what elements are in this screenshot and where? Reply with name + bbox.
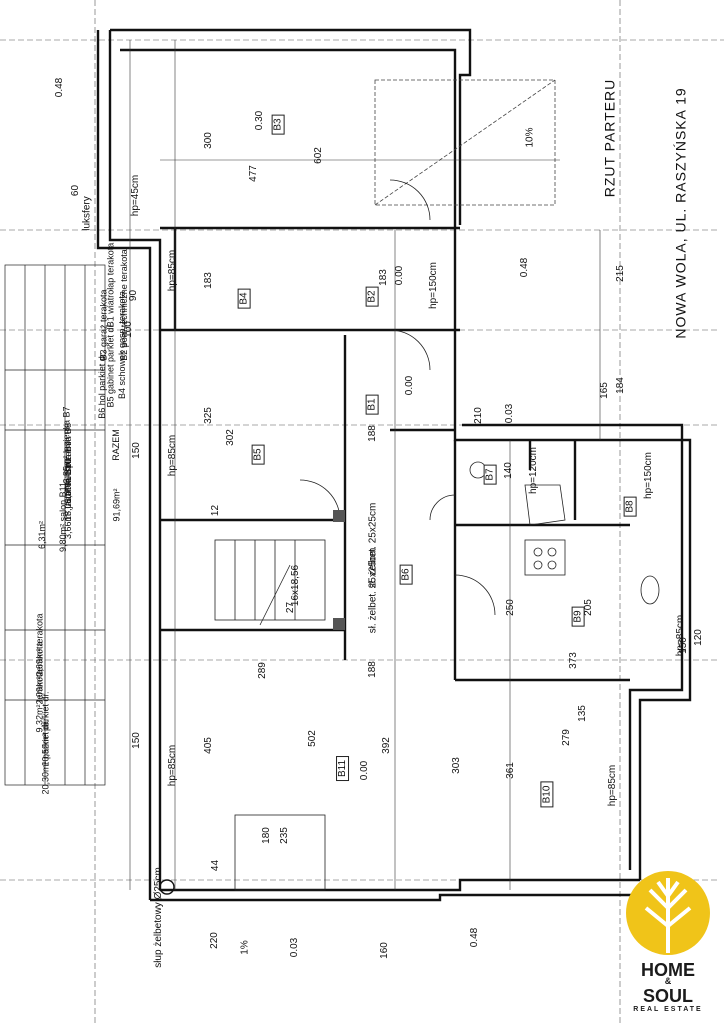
pillar-note: słup żelbetowy Ø25cm	[152, 867, 164, 968]
dim-label: 183	[377, 269, 389, 286]
dim-label: 602	[312, 147, 324, 164]
room-table-grid	[4, 264, 106, 786]
drawing-title: RZUT PARTERU	[601, 78, 618, 198]
window-height-note: hp=85cm	[167, 434, 179, 477]
level-mark: 0.03	[504, 403, 516, 424]
drawing-address: NOWA WOLA, UL. RASZYŃSKA 19	[672, 87, 689, 339]
room-tag-b11: B11	[336, 755, 350, 782]
dim-label: 44	[210, 859, 222, 872]
room-table-row: 20,30m² parkiet dr.	[40, 719, 51, 795]
room-table-row: 6,31m²	[37, 520, 48, 550]
logo-word-soul: SOUL	[642, 986, 693, 1006]
dim-label: 289	[256, 662, 268, 679]
room-table-row: B6 hol parkiet dr.	[96, 351, 107, 419]
room-tag-b10: B10	[540, 781, 554, 808]
level-mark: 0.48	[54, 77, 66, 98]
home-soul-logo: HOME & SOUL REAL ESTATE	[620, 868, 716, 1018]
dim-label: 361	[504, 762, 516, 779]
window-height-note: hp=85cm	[675, 614, 687, 657]
room-tag-b4: B4	[237, 288, 251, 309]
dim-label: 12	[210, 504, 222, 517]
window-height-note: hp=120cm	[527, 447, 539, 494]
window-height-note: hp=150cm	[642, 452, 654, 499]
level-mark: 0.00	[359, 760, 371, 781]
dim-label: 392	[380, 737, 392, 754]
window-height-note: hp=150cm	[427, 262, 439, 309]
window-height-note: hp=85cm	[167, 249, 179, 292]
room-tag-b5: B5	[251, 444, 265, 465]
dim-label: 220	[208, 932, 220, 949]
dim-label: 205	[582, 599, 594, 616]
level-mark: 0.03	[289, 937, 301, 958]
pillar-symbol	[159, 879, 175, 895]
room-tag-b6: B6	[399, 564, 413, 585]
dim-label: 165	[598, 382, 610, 399]
dim-label: 183	[202, 272, 214, 289]
dim-label: 150	[130, 442, 142, 459]
door-note: 180	[260, 827, 272, 844]
luksfery-note: luksfery	[81, 196, 93, 231]
dim-label: 405	[202, 737, 214, 754]
dim-label: 90	[128, 289, 140, 302]
level-mark: 0.00	[394, 265, 406, 286]
level-mark: 0.30	[254, 110, 266, 131]
room-tag-b1: B1	[365, 394, 379, 415]
room-table-total-label: RAZEM	[110, 429, 121, 461]
logo-ampersand: &	[664, 976, 672, 986]
dim-label: 188	[366, 425, 378, 442]
window-height-note: hp=85cm	[607, 764, 619, 807]
column-note: sł. żelbet. 25x25cm	[367, 547, 379, 634]
walls	[96, 28, 692, 902]
room-tag-b8: B8	[623, 496, 637, 517]
dim-label: 184	[614, 377, 626, 394]
logo-word-home: HOME	[641, 960, 695, 980]
dim-label: 279	[560, 729, 572, 746]
dim-label: 160	[378, 942, 390, 959]
dim-label: 303	[450, 757, 462, 774]
dim-label: 373	[567, 652, 579, 669]
room-tag-b2: B2	[365, 286, 379, 307]
stairs-note: 27	[285, 601, 297, 614]
dim-label: 300	[202, 132, 214, 149]
dimension-lines	[129, 40, 601, 890]
room-table-row: B4 schowek gosp. terakota	[117, 290, 128, 400]
slope-note: 1%	[239, 940, 251, 955]
logo-tagline: REAL ESTATE	[633, 1006, 703, 1013]
dim-label: 135	[576, 705, 588, 722]
room-tag-b7: B7	[483, 464, 497, 485]
fixtures	[469, 461, 660, 605]
columns	[333, 510, 345, 630]
stairs-note: 16x18,56	[290, 564, 302, 607]
dim-label: 150	[130, 732, 142, 749]
room-table-row: B5 gabinet parkiet dr.	[105, 322, 116, 408]
garage-canopy	[374, 79, 556, 206]
room-table-row: 9,80m² salon B11	[57, 482, 68, 552]
dim-label: 325	[202, 407, 214, 424]
logo-tree-icon	[626, 871, 710, 955]
door-swings	[234, 179, 496, 891]
dim-label: 188	[366, 661, 378, 678]
dim-label: 215	[614, 265, 626, 282]
window-height-note: hp=45cm	[130, 174, 142, 217]
room-tag-b3: B3	[271, 114, 285, 135]
level-mark: 0.00	[404, 375, 416, 396]
dim-label: 210	[472, 407, 484, 424]
dim-label: 140	[502, 462, 514, 479]
dim-label: 250	[504, 599, 516, 616]
dim-label: 60	[70, 184, 82, 197]
room-table-total: 91,69m²	[111, 488, 122, 522]
slope-note: 10%	[524, 127, 536, 148]
staircase	[214, 539, 326, 626]
dim-label: 502	[306, 730, 318, 747]
dim-label: 120	[692, 629, 704, 646]
door-note: 235	[278, 827, 290, 844]
level-mark: 0.48	[469, 927, 481, 948]
level-mark: 0.48	[519, 257, 531, 278]
dim-label: 477	[247, 165, 259, 182]
dim-label: 302	[224, 429, 236, 446]
window-height-note: hp=85cm	[167, 744, 179, 787]
